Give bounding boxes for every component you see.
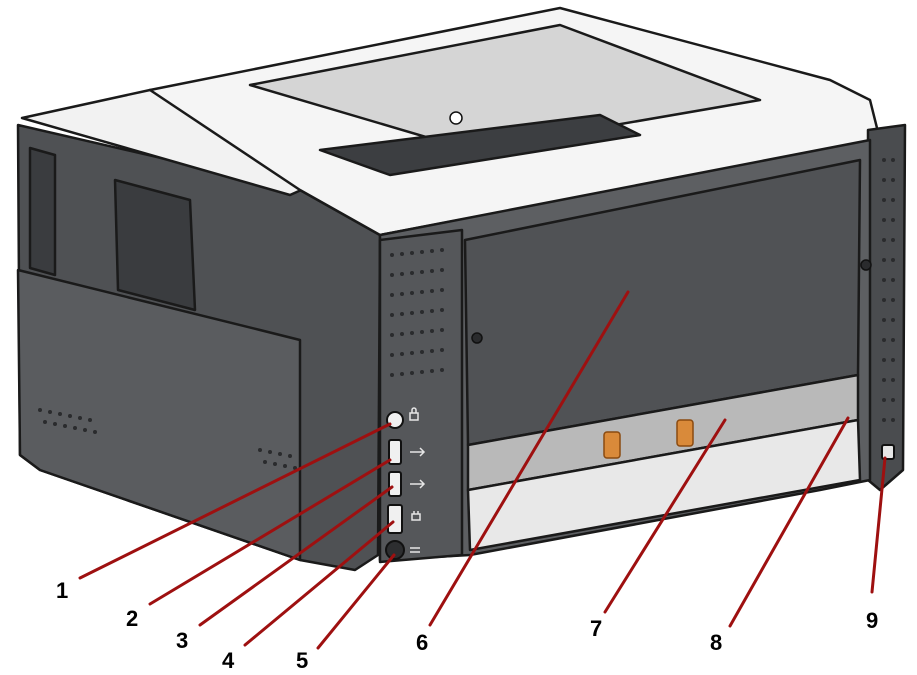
callout-4: 4 <box>222 648 235 673</box>
leader-line-3 <box>198 485 394 627</box>
side-handle-right <box>113 178 197 312</box>
output-tray <box>248 23 762 152</box>
roller-icon <box>676 419 694 447</box>
ethernet-port <box>387 504 403 534</box>
security-slot-port <box>881 444 895 460</box>
leader-line-2 <box>148 458 392 606</box>
port-icons <box>409 407 426 553</box>
leader-line-1 <box>78 422 392 580</box>
ports <box>385 411 895 560</box>
scanner-body <box>16 6 907 572</box>
leader-line-7 <box>603 418 727 614</box>
leader-lines <box>78 290 887 650</box>
roller-icon <box>603 431 621 459</box>
leader-line-9 <box>870 456 887 594</box>
lock-icon <box>409 407 419 421</box>
leader-line-4 <box>243 520 395 647</box>
leader-line-8 <box>728 416 850 628</box>
power-port <box>385 540 405 560</box>
usb-superspeed-port <box>388 471 402 497</box>
callout-7: 7 <box>590 616 602 641</box>
callout-9: 9 <box>866 608 878 633</box>
callout-5: 5 <box>296 648 308 673</box>
usb-icon <box>410 447 426 457</box>
usb-port <box>388 439 402 465</box>
leader-line-5 <box>316 553 396 650</box>
leader-line-6 <box>428 290 630 627</box>
rollers <box>603 419 694 459</box>
callout-1: 1 <box>56 578 68 603</box>
left-vent-grille <box>38 408 297 470</box>
tray-inner <box>318 113 642 177</box>
rear-vent-grille <box>390 248 444 377</box>
screw-icon <box>449 111 463 125</box>
callout-labels: 1 2 3 4 5 6 7 8 9 <box>56 578 878 673</box>
side-handle-left <box>28 146 57 277</box>
right-side-panel <box>866 123 907 492</box>
left-side-lower <box>16 268 302 562</box>
ethernet-icon <box>411 511 421 521</box>
right-vent-grille <box>882 158 895 422</box>
lower-tray <box>466 418 862 552</box>
callout-3: 3 <box>176 628 188 653</box>
power-icon <box>410 547 420 553</box>
screw-icon <box>471 332 483 344</box>
screws <box>449 111 872 344</box>
usb-superspeed-icon <box>410 479 426 489</box>
callout-8: 8 <box>710 630 722 655</box>
callout-6: 6 <box>416 630 428 655</box>
callout-2: 2 <box>126 606 138 631</box>
screw-icon <box>860 259 872 271</box>
